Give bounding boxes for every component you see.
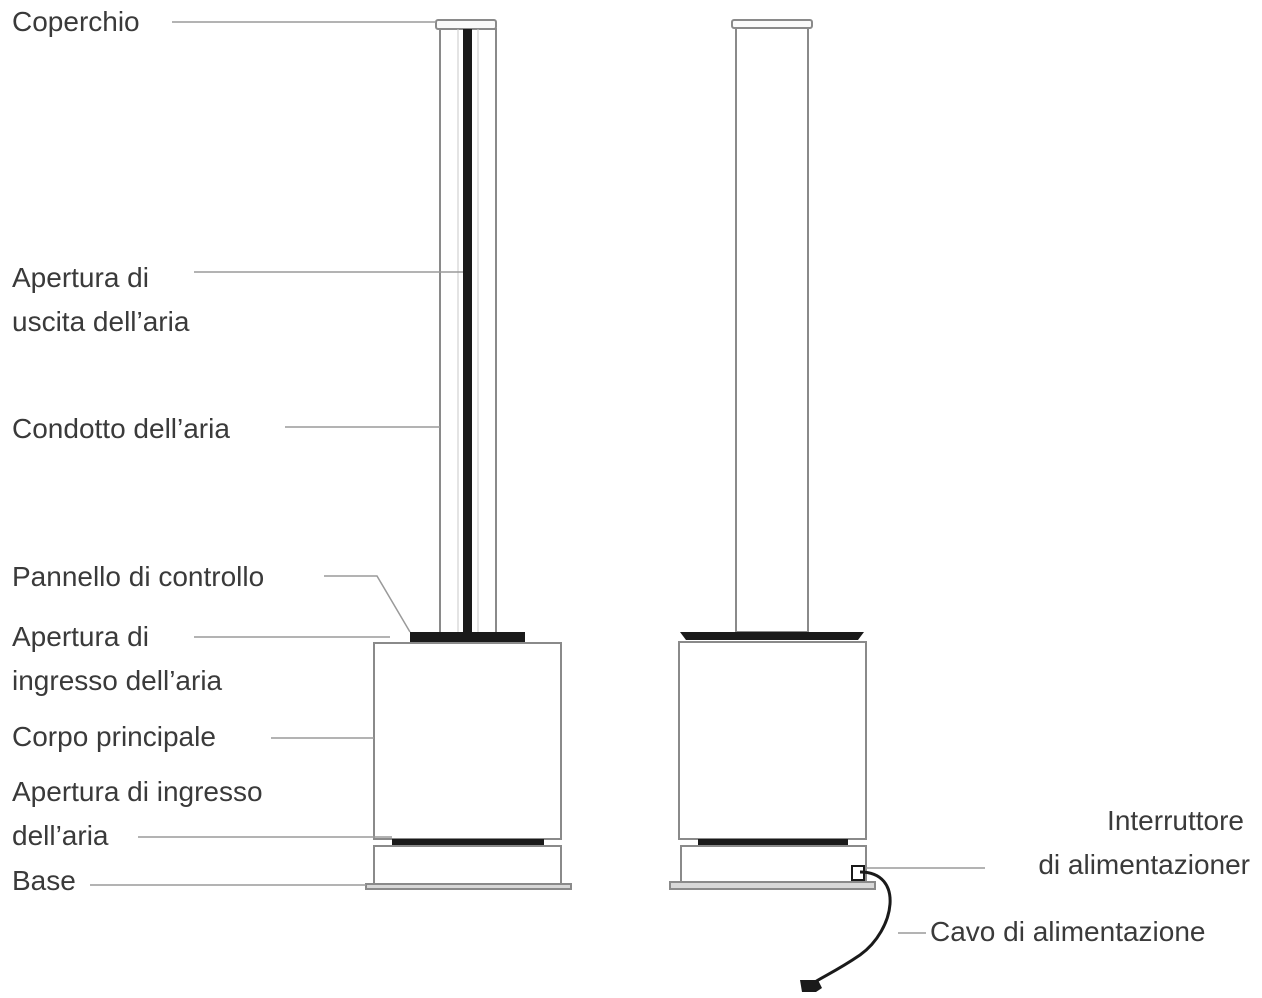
back-base-plate bbox=[669, 881, 876, 890]
back-main-body bbox=[678, 641, 867, 840]
front-lower-inlet-band bbox=[392, 839, 544, 846]
front-base bbox=[373, 845, 562, 885]
power-plug-icon bbox=[800, 980, 822, 992]
label-air-outlet-line1: Apertura di bbox=[12, 262, 149, 293]
label-air-duct: Condotto dell’aria bbox=[12, 413, 230, 444]
back-lid bbox=[731, 19, 813, 29]
front-lid bbox=[435, 19, 497, 30]
front-view-device bbox=[365, 19, 572, 890]
label-base: Base bbox=[12, 865, 76, 896]
front-base-plate bbox=[365, 883, 572, 890]
back-base bbox=[680, 845, 867, 883]
back-view-device bbox=[669, 19, 892, 992]
label-air-inlet-bottom-line2: dell’aria bbox=[12, 820, 109, 851]
label-control-panel: Pannello di controllo bbox=[12, 561, 265, 592]
label-power-switch-line1: Interruttore bbox=[1107, 805, 1244, 836]
label-air-inlet-top-line2: ingresso dell’aria bbox=[12, 665, 223, 696]
label-air-inlet-bottom-line1: Apertura di ingresso bbox=[12, 776, 263, 807]
label-power-switch-line2: di alimentazioner bbox=[1038, 849, 1250, 880]
front-main-body bbox=[373, 642, 562, 840]
label-power-cable: Cavo di alimentazione bbox=[930, 916, 1206, 947]
back-lower-inlet-band bbox=[698, 839, 848, 846]
front-control-panel bbox=[410, 632, 525, 643]
leader-lines bbox=[90, 21, 985, 934]
back-air-duct bbox=[735, 27, 809, 633]
label-air-outlet-line2: uscita dell’aria bbox=[12, 306, 190, 337]
label-main-body: Corpo principale bbox=[12, 721, 216, 752]
label-air-inlet-top-line1: Apertura di bbox=[12, 621, 149, 652]
power-cable bbox=[811, 870, 892, 986]
label-lid: Coperchio bbox=[12, 6, 140, 37]
back-control-panel bbox=[680, 632, 864, 640]
front-air-outlet-slot bbox=[463, 29, 472, 633]
